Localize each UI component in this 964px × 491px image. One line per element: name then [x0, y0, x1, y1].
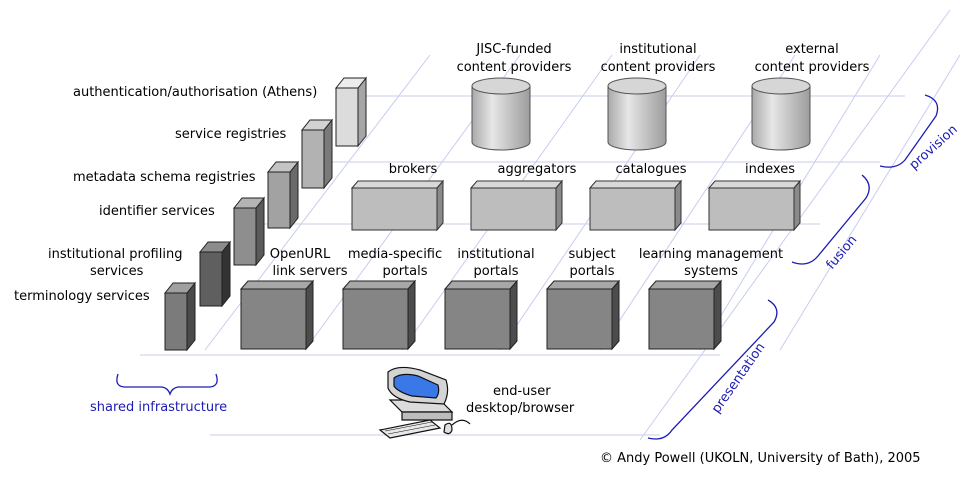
end-user-label-line2: desktop/browser — [466, 401, 575, 416]
presentation-box-institutional — [443, 279, 519, 351]
computer-icon — [378, 366, 471, 439]
end-user-label-line1: end-user — [493, 384, 551, 399]
fusion-label-indexes: indexes — [745, 162, 795, 177]
fusion-box-catalogues — [588, 179, 683, 232]
pillar-terminology-services — [163, 281, 197, 352]
pillar-service-registries — [300, 118, 334, 190]
provision-labels: JISC-funded content providers institutio… — [457, 42, 870, 75]
shared-infrastructure-caption: shared infrastructure — [90, 400, 227, 415]
fusion-label-brokers: brokers — [389, 162, 438, 177]
label-service-registries: service registries — [175, 127, 286, 142]
provision-label-institutional-line2: content providers — [601, 60, 716, 75]
fusion-brace — [791, 174, 870, 265]
provision-label-institutional-line1: institutional — [619, 42, 696, 57]
presentation-label-subject-line1: subject — [568, 247, 615, 262]
pillar-identifier-services — [232, 196, 266, 267]
provision-label-external-line1: external — [785, 42, 839, 57]
fusion-box-aggregators — [469, 179, 564, 232]
label-authentication: authentication/authorisation (Athens) — [73, 85, 317, 100]
presentation-box-lms — [647, 279, 723, 351]
cylinder-jisc — [471, 77, 531, 151]
fusion-label-catalogues: catalogues — [615, 162, 686, 177]
provision-cylinders — [471, 77, 811, 151]
label-institutional-profiling-line1: institutional profiling — [48, 247, 182, 262]
fusion-labels: brokers aggregators catalogues indexes — [389, 162, 795, 177]
presentation-label-media-line2: portals — [383, 264, 428, 279]
label-terminology-services: terminology services — [14, 289, 150, 304]
presentation-brace — [647, 299, 778, 440]
presentation-box-media-specific — [341, 279, 417, 351]
pillar-institutional-profiling — [198, 240, 232, 308]
provision-label-jisc-line1: JISC-funded — [475, 42, 551, 57]
presentation-label-openurl-line1: OpenURL — [270, 247, 331, 262]
presentation-box-openurl — [239, 279, 315, 351]
pillar-metadata-schema-registries — [266, 160, 300, 230]
label-institutional-profiling-line2: services — [90, 264, 144, 279]
layer-label-presentation: presentation — [709, 340, 768, 416]
fusion-boxes — [350, 179, 802, 232]
label-metadata-schema-registries: metadata schema registries — [73, 170, 256, 185]
layer-label-fusion: fusion — [824, 233, 861, 273]
pillar-authentication — [334, 76, 368, 148]
shared-infrastructure-labels: terminology services institutional profi… — [14, 85, 317, 304]
fusion-box-brokers — [350, 179, 445, 232]
presentation-labels: OpenURL link servers media-specific port… — [270, 247, 783, 279]
presentation-label-openurl-line2: link servers — [272, 264, 347, 279]
cylinder-institutional — [607, 77, 667, 151]
provision-brace — [879, 94, 939, 168]
presentation-boxes — [239, 279, 723, 351]
presentation-label-subject-line2: portals — [570, 264, 615, 279]
presentation-label-institutional-line2: portals — [474, 264, 519, 279]
shared-infrastructure-pillars — [163, 76, 368, 352]
layer-braces — [116, 94, 939, 440]
presentation-label-lms-line2: systems — [684, 264, 738, 279]
presentation-label-lms-line1: learning management — [639, 247, 783, 262]
fusion-label-aggregators: aggregators — [498, 162, 577, 177]
fusion-box-indexes — [707, 179, 802, 232]
shared-infrastructure-brace — [116, 373, 218, 397]
copyright-notice: © Andy Powell (UKOLN, University of Bath… — [600, 451, 921, 466]
provision-label-jisc-line2: content providers — [457, 60, 572, 75]
label-identifier-services: identifier services — [99, 204, 215, 219]
presentation-label-media-line1: media-specific — [348, 247, 442, 262]
presentation-box-subject — [545, 279, 621, 351]
presentation-label-institutional-line1: institutional — [457, 247, 534, 262]
provision-label-external-line2: content providers — [755, 60, 870, 75]
cylinder-external — [751, 77, 811, 151]
